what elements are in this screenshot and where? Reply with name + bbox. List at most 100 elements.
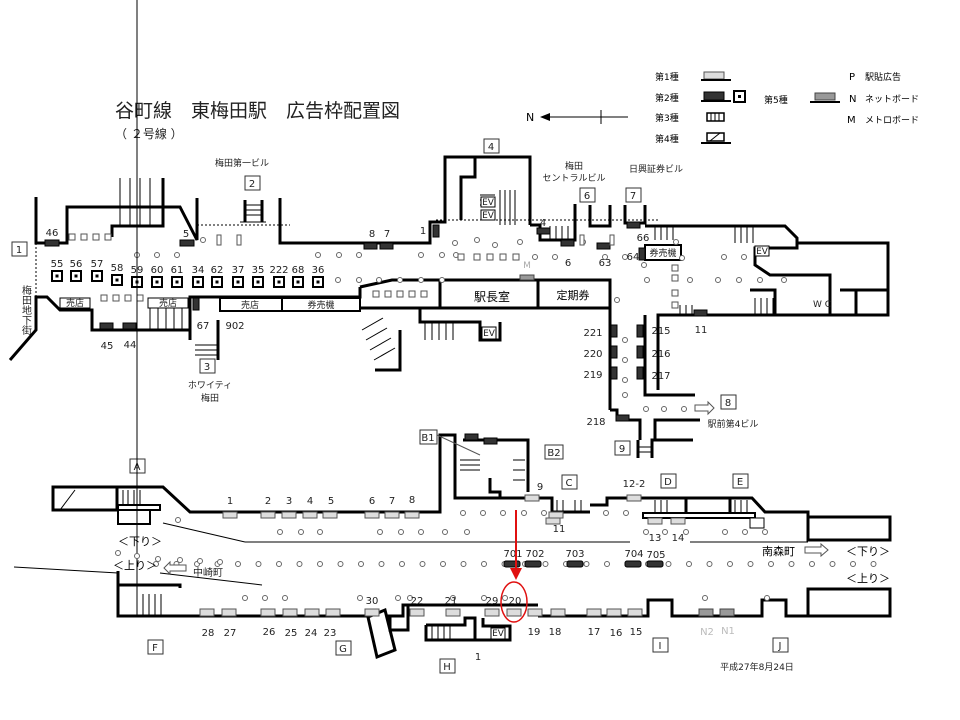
exit-8: 8	[725, 398, 731, 409]
pillar	[378, 561, 385, 567]
ad-number: 4	[540, 218, 546, 229]
building-whity: ホワイティ	[188, 380, 232, 391]
pillar	[673, 239, 679, 245]
pillar	[623, 510, 629, 516]
legend-type1: 第1種	[655, 71, 679, 83]
direction-down-right: ＜下り＞	[846, 545, 890, 558]
type1-ad-mark	[626, 494, 642, 502]
type2-ad-icon	[701, 90, 746, 103]
pillar	[768, 561, 774, 567]
pillar	[809, 561, 815, 567]
pillar	[757, 277, 763, 283]
pillar	[622, 377, 628, 383]
ad-number: 1	[227, 496, 233, 507]
destination-minamimorimachi: 南森町	[762, 544, 795, 558]
pillar	[460, 561, 467, 567]
pillar	[481, 561, 487, 567]
exit-D: D	[664, 477, 672, 488]
pillar	[643, 529, 649, 535]
pillar	[643, 406, 649, 412]
direction-up-right: ＜上り＞	[846, 572, 890, 585]
pillar	[788, 561, 795, 567]
ad-number: 19	[528, 627, 541, 638]
exit-G: G	[339, 644, 347, 655]
pillar	[337, 561, 344, 567]
type1-ad-mark	[586, 608, 602, 617]
ad-number: 6	[369, 496, 375, 507]
pillar	[741, 254, 747, 260]
exit-6: 6	[584, 191, 590, 202]
direction-down-left: ＜下り＞	[118, 535, 162, 548]
ad-number: 15	[630, 627, 643, 638]
pillar	[622, 337, 628, 343]
pillar	[442, 529, 448, 535]
pillar	[197, 558, 203, 564]
destination-nakazakicho: 中崎町	[193, 566, 223, 579]
arrow-right-icon	[804, 542, 829, 558]
small-ad-mark	[112, 294, 120, 302]
shop-label: 売店	[66, 297, 84, 309]
pillar	[747, 561, 754, 567]
pillar	[418, 252, 424, 258]
ad-number: 18	[549, 627, 562, 638]
ad-number: 4	[307, 496, 313, 507]
ad-number: 21	[445, 596, 458, 607]
pillar	[418, 529, 424, 535]
pillar	[614, 297, 620, 303]
pillar	[419, 561, 426, 567]
pillar	[764, 595, 770, 601]
pillar	[317, 561, 323, 567]
small-ad-mark	[124, 294, 132, 302]
ad-number: 26	[263, 627, 276, 638]
pillar	[395, 595, 401, 601]
upper-ads	[44, 221, 708, 422]
type1-ad-mark	[548, 511, 564, 519]
pillar	[255, 561, 262, 567]
pillar	[356, 252, 362, 258]
small-ad-mark	[384, 290, 392, 298]
pillar	[736, 277, 742, 283]
pillar	[492, 242, 498, 248]
ad-number: 66	[637, 233, 650, 244]
ad-number: 44	[124, 340, 137, 351]
pillar	[662, 529, 668, 535]
pillar	[335, 277, 341, 283]
pillar	[398, 529, 404, 535]
type2-ad-mark	[646, 560, 664, 568]
ad-number: 6	[565, 258, 571, 269]
type2-ad-mark	[566, 560, 584, 568]
elevator-label: EV	[482, 211, 495, 221]
ticket-machine-label: 券売機	[307, 299, 334, 311]
type1-ad-mark	[409, 608, 425, 617]
page-subtitle: （ ２号線 ）	[115, 126, 183, 141]
pillar	[481, 595, 487, 601]
ad-number: 56	[70, 259, 83, 270]
small-ad-mark	[136, 294, 144, 302]
pillar	[397, 277, 403, 283]
legend-n-label: ネットボード	[865, 94, 919, 105]
pillar	[200, 237, 206, 243]
type1-ad-mark	[627, 608, 643, 617]
pillar	[418, 277, 424, 283]
ad-number: 222	[269, 265, 288, 276]
commuter-pass-office: 定期券	[557, 288, 590, 302]
legend-type4: 第4種	[655, 133, 679, 145]
ad-number: 3	[286, 496, 292, 507]
ad-number: 16	[610, 628, 623, 639]
pillar	[603, 510, 609, 516]
pillar	[552, 254, 558, 260]
net-board-number: N2	[700, 627, 714, 638]
pillar	[665, 561, 672, 567]
compass-label: N	[526, 111, 534, 124]
type1-ad-mark	[550, 608, 566, 617]
exit-C: C	[566, 478, 573, 489]
ad-number: 61	[171, 265, 184, 276]
ad-number: 55	[51, 259, 64, 270]
ad-number: 17	[588, 627, 601, 638]
ad-number: 216	[651, 349, 670, 360]
elevator-label: EV	[482, 198, 495, 208]
ad-number: 701	[503, 549, 522, 560]
building-central-1: 梅田	[565, 160, 583, 172]
pillar	[702, 595, 708, 601]
pillar	[722, 529, 728, 535]
